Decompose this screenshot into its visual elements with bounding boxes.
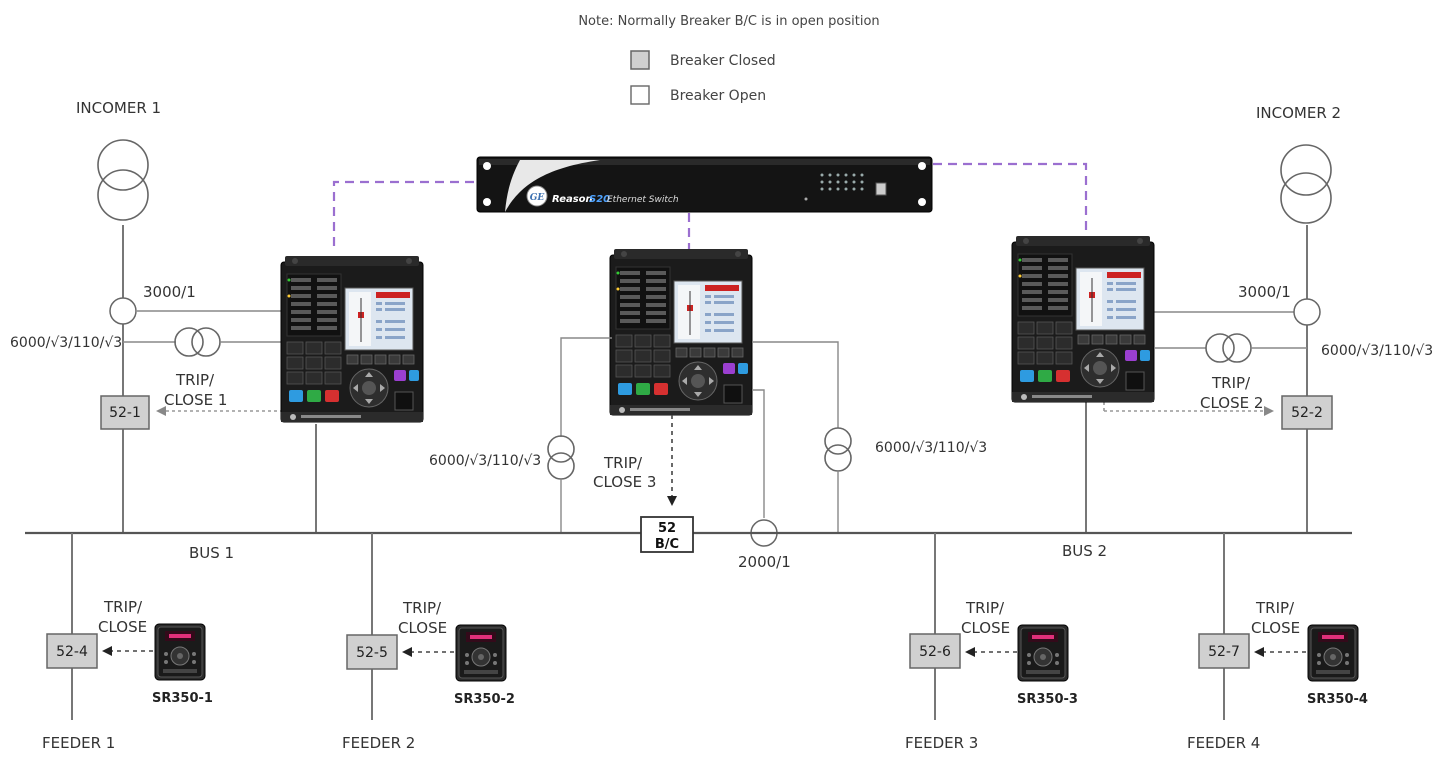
breaker-52-4[interactable]: 52-4 bbox=[46, 633, 98, 669]
bus1-vt-wire bbox=[560, 337, 612, 437]
ct-1 bbox=[109, 297, 137, 325]
breaker-52-1-label: 52-1 bbox=[109, 405, 141, 421]
vt-1-coil-a bbox=[174, 327, 204, 357]
vt-1-coil-b bbox=[191, 327, 221, 357]
ethernet-link-relay-2 bbox=[933, 162, 1088, 237]
feeder-4-trip-line2: CLOSE bbox=[1251, 619, 1300, 637]
trip-close-3-line1: TRIP/ bbox=[603, 454, 643, 472]
breaker-52-6[interactable]: 52-6 bbox=[909, 633, 961, 669]
vt-2-rating: 6000/√3/110/√3 bbox=[1321, 343, 1433, 359]
breaker-52-5-label: 52-5 bbox=[356, 645, 388, 661]
sr350-3-relay bbox=[1017, 624, 1069, 682]
feeder-2-trip-line1: TRIP/ bbox=[402, 599, 442, 617]
ge-logo-icon bbox=[526, 185, 548, 207]
trip-close-2-line2: CLOSE 2 bbox=[1200, 394, 1263, 412]
incomer-2-label: INCOMER 2 bbox=[1256, 104, 1341, 122]
sr350-1-label: SR350-1 bbox=[152, 691, 213, 706]
vt-1-rating: 6000/√3/110/√3 bbox=[10, 335, 122, 351]
ct-2 bbox=[1293, 298, 1321, 326]
sr350-1-relay bbox=[154, 623, 206, 681]
incomer-1-label: INCOMER 1 bbox=[76, 99, 161, 117]
ethernet-switch: GE Reason S20 Ethernet Switch bbox=[476, 156, 933, 213]
feeder-3-trip-line2: CLOSE bbox=[961, 619, 1010, 637]
breaker-52-bus-coupler[interactable]: 52 B/C bbox=[640, 516, 694, 553]
feeder-1-trip-line1: TRIP/ bbox=[103, 598, 143, 616]
bus1-vt-coil-b bbox=[547, 452, 575, 480]
breaker-52-2-label: 52-2 bbox=[1291, 405, 1323, 421]
switch-port-leds bbox=[820, 173, 864, 191]
breaker-52-7-label: 52-7 bbox=[1208, 644, 1240, 660]
breaker-52-7[interactable]: 52-7 bbox=[1198, 633, 1250, 669]
trip-close-2-line1: TRIP/ bbox=[1211, 374, 1251, 392]
normal-position-note: Note: Normally Breaker B/C is in open po… bbox=[578, 14, 879, 29]
breaker-52-4-label: 52-4 bbox=[56, 644, 88, 660]
bus2-vt-coil-b bbox=[824, 444, 852, 472]
switch-brand: Reason bbox=[552, 194, 593, 205]
bus1-vt-rating: 6000/√3/110/√3 bbox=[429, 453, 541, 469]
vt-2-coil-a bbox=[1205, 333, 1235, 363]
bus-coupler-label-line2: B/C bbox=[655, 537, 679, 552]
legend-open-label: Breaker Open bbox=[670, 88, 766, 104]
sr350-4-relay bbox=[1307, 624, 1359, 682]
trip-close-1-line1: TRIP/ bbox=[175, 371, 215, 389]
trip-close-1-line2: CLOSE 1 bbox=[164, 391, 227, 409]
legend-closed-swatch bbox=[630, 50, 650, 70]
protection-relay-incomer-1 bbox=[280, 255, 424, 423]
incomer-1-transformer bbox=[97, 139, 149, 221]
feeder-2-trip-line2: CLOSE bbox=[398, 619, 447, 637]
feeder-2-label: FEEDER 2 bbox=[342, 734, 415, 752]
bc-ct-wire bbox=[752, 389, 765, 518]
feeder-3-label: FEEDER 3 bbox=[905, 734, 978, 752]
bus-1-label: BUS 1 bbox=[189, 544, 234, 562]
ct-bus-coupler-rating: 2000/1 bbox=[738, 553, 791, 571]
feeder-1-label: FEEDER 1 bbox=[42, 734, 115, 752]
bus2-vt-rating: 6000/√3/110/√3 bbox=[875, 440, 987, 456]
ct-1-rating: 3000/1 bbox=[143, 283, 196, 301]
incomer-2-transformer bbox=[1280, 144, 1332, 224]
feeder-1-trip-line2: CLOSE bbox=[98, 618, 147, 636]
sr350-3-label: SR350-3 bbox=[1017, 692, 1078, 707]
bus2-vt-coil-a bbox=[824, 427, 852, 455]
sr350-4-label: SR350-4 bbox=[1307, 692, 1368, 707]
protection-relay-incomer-2 bbox=[1011, 235, 1155, 403]
breaker-52-2[interactable]: 52-2 bbox=[1281, 395, 1333, 430]
ct-2-rating: 3000/1 bbox=[1238, 283, 1291, 301]
breaker-52-6-label: 52-6 bbox=[919, 644, 951, 660]
trip-close-3-line2: CLOSE 3 bbox=[593, 473, 656, 491]
protection-relay-bus-coupler bbox=[609, 248, 753, 416]
ethernet-link-relay-1 bbox=[332, 180, 476, 246]
bus2-vt-wire bbox=[752, 341, 839, 428]
breaker-52-1[interactable]: 52-1 bbox=[100, 395, 150, 430]
legend-closed-label: Breaker Closed bbox=[670, 53, 776, 69]
sr350-2-label: SR350-2 bbox=[454, 692, 515, 707]
feeder-4-label: FEEDER 4 bbox=[1187, 734, 1260, 752]
usb-port-icon bbox=[875, 182, 887, 196]
feeder-4-trip-line1: TRIP/ bbox=[1255, 599, 1295, 617]
switch-model: S20 bbox=[589, 194, 610, 205]
bus1-vt-coil-a bbox=[547, 435, 575, 463]
feeder-3-trip-line1: TRIP/ bbox=[965, 599, 1005, 617]
switch-logo: GE bbox=[530, 193, 545, 203]
sr350-2-relay bbox=[455, 624, 507, 682]
switch-name: Ethernet Switch bbox=[607, 195, 679, 205]
bus-2-label: BUS 2 bbox=[1062, 542, 1107, 560]
bus-coupler-label-line1: 52 bbox=[658, 521, 676, 536]
vt-2-coil-b bbox=[1222, 333, 1252, 363]
breaker-52-5[interactable]: 52-5 bbox=[346, 634, 398, 670]
legend-open-swatch bbox=[630, 85, 650, 105]
